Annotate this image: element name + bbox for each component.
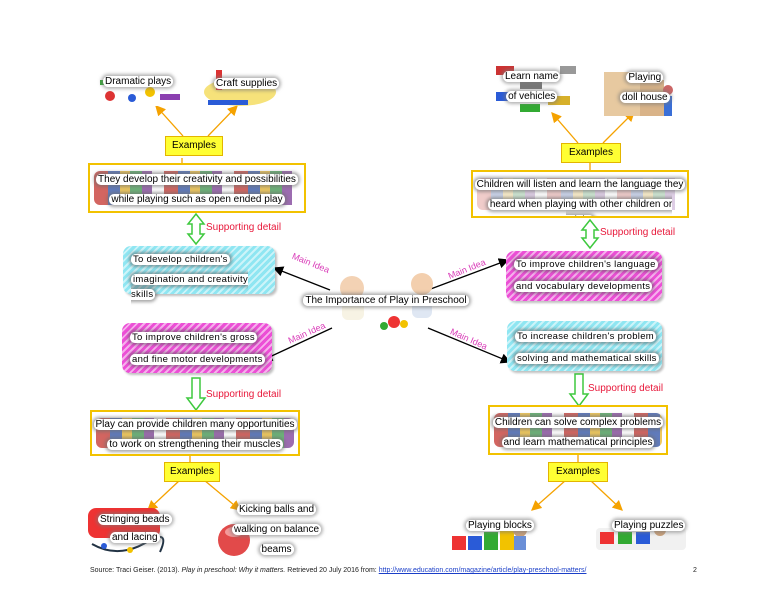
main-idea-arrow-bottom-right xyxy=(427,327,512,364)
supporting-detail-label: Supporting detail xyxy=(588,383,664,394)
examples-tag: Examples xyxy=(548,462,608,482)
main-idea-box: To increase children's problem solving a… xyxy=(507,321,662,371)
example-arrow xyxy=(203,479,241,511)
example-arrow xyxy=(155,105,184,137)
source-middle: Retrieved 20 July 2016 from: xyxy=(287,567,377,574)
main-idea-box: To improve children's language and vocab… xyxy=(506,251,662,301)
examples-tag: Examples xyxy=(561,143,621,163)
source-link[interactable]: http://www.education.com/magazine/articl… xyxy=(378,567,587,574)
detail-box: Children will listen and learn the langu… xyxy=(471,170,689,218)
example-arrow xyxy=(602,111,635,144)
supporting-detail-label: Supporting detail xyxy=(206,222,282,233)
supporting-arrow-top-right xyxy=(580,218,600,250)
page-number: 2 xyxy=(693,567,697,574)
examples-tag: Examples xyxy=(165,136,223,156)
main-idea-arrow-bottom-left xyxy=(261,327,333,361)
example-arrow xyxy=(147,479,181,511)
detail-box: They develop their creativity and possib… xyxy=(88,163,306,213)
example-label: Playing puzzles xyxy=(612,520,686,531)
example-label: Playing blocks xyxy=(466,520,534,531)
supporting-detail-label: Supporting detail xyxy=(600,227,676,238)
supporting-arrow-bottom-right xyxy=(568,373,590,408)
example-label: Dramatic plays xyxy=(103,76,174,87)
source-title: Play in preschool: Why it matters. xyxy=(181,567,286,574)
supporting-arrow-top-left xyxy=(186,212,206,246)
example-arrow xyxy=(207,105,238,137)
vehicles-image xyxy=(496,66,576,112)
example-arrow xyxy=(589,479,623,511)
example-arrow xyxy=(551,112,579,144)
examples-tag: Examples xyxy=(164,462,220,482)
main-idea-box: To develop children's imagination and cr… xyxy=(123,246,275,300)
main-idea-arrow-top-left xyxy=(272,266,331,291)
example-arrow xyxy=(531,479,567,511)
source-prefix: Source: Traci Geiser. (2013). xyxy=(90,567,180,574)
main-idea-box: To improve children's gross and fine mot… xyxy=(122,323,272,373)
detail-box: Children can solve complex problems and … xyxy=(488,405,668,455)
main-idea-arrow-top-right xyxy=(427,258,510,291)
children-playing-image xyxy=(340,273,433,330)
supporting-arrow-bottom-left xyxy=(185,377,207,412)
example-label: Craft supplies xyxy=(214,78,280,89)
center-title: The Importance of Play in Preschool xyxy=(303,295,469,306)
supporting-detail-label: Supporting detail xyxy=(206,389,282,400)
detail-box: Play can provide children many opportuni… xyxy=(90,410,300,456)
source-citation: Source: Traci Geiser. (2013). Play in pr… xyxy=(90,567,586,574)
